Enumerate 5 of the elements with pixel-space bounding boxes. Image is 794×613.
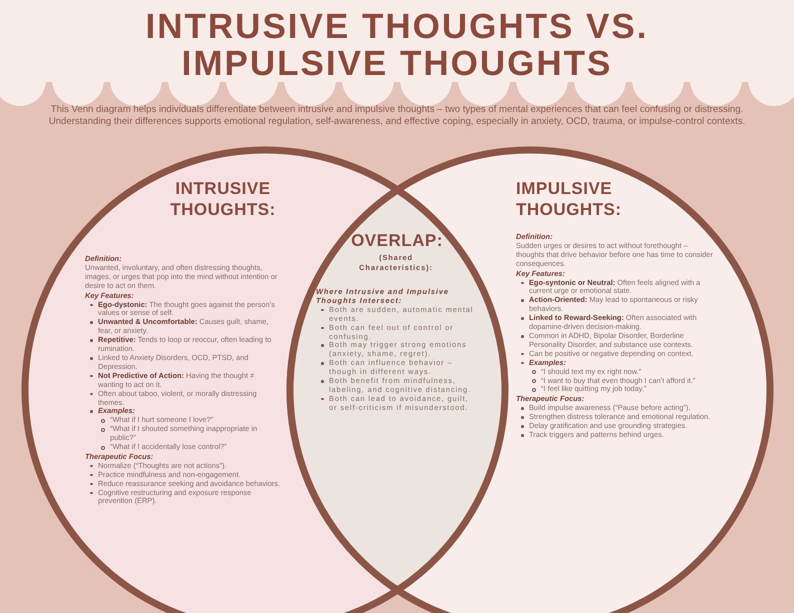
intro-paragraph: This Venn diagram helps individuals differentiate between intrusive and impulsive thoughts – two types of mental experiences that can feel confusing or distressing. Understanding their differences supports emotional regulation, self-awareness, and effective coping, especially in anxiety, OCD, trauma, or impulse-control contexts. [48,104,746,128]
title: INTRUSIVE THOUGHTS VS. IMPULSIVE THOUGHTS [144,8,650,82]
circle-heading: INTRUSIVE THOUGHTS: [169,178,277,220]
circle-heading: OVERLAP: [350,230,444,251]
circle-heading: IMPULSIVE THOUGHTS: [516,178,623,220]
